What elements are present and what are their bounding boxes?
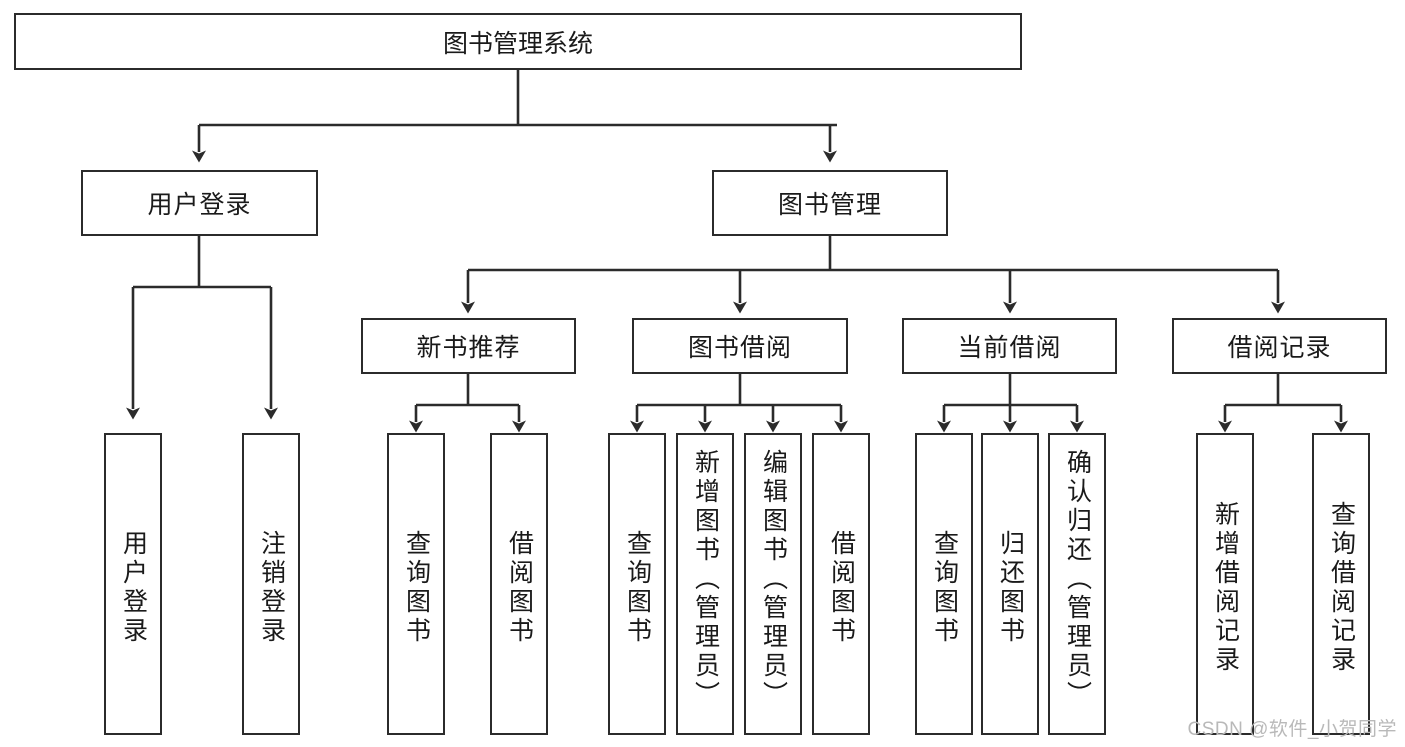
node-new-book-recommend[interactable]: 新书推荐 bbox=[361, 318, 576, 374]
node-label: 借阅图书 bbox=[505, 530, 534, 646]
node-label: 新增图书（管理员） bbox=[691, 449, 720, 710]
leaf-inner: 查询图书 bbox=[610, 443, 664, 733]
node-label: 新书推荐 bbox=[416, 334, 521, 362]
leaf-inner: 确认归还（管理员） bbox=[1050, 443, 1104, 733]
node-label: 查询借阅记录 bbox=[1327, 501, 1356, 675]
csdn-watermark: CSDN @软件_小贺同学 bbox=[1187, 719, 1397, 740]
node-label: 当前借阅 bbox=[957, 334, 1062, 362]
leaf-book-borrow-query-book[interactable]: 查询图书 bbox=[608, 433, 666, 735]
node-label: 用户登录 bbox=[119, 530, 148, 646]
leaf-book-borrow-borrow-book[interactable]: 借阅图书 bbox=[812, 433, 870, 735]
leaf-inner: 查询图书 bbox=[389, 443, 443, 733]
leaf-inner: 新增图书（管理员） bbox=[678, 443, 732, 733]
node-label: 借阅图书 bbox=[827, 530, 856, 646]
leaf-book-borrow-edit-book-admin[interactable]: 编辑图书（管理员） bbox=[744, 433, 802, 735]
node-book-borrow[interactable]: 图书借阅 bbox=[632, 318, 848, 374]
leaf-inner: 查询图书 bbox=[917, 443, 971, 733]
leaf-current-borrow-confirm-return-admin[interactable]: 确认归还（管理员） bbox=[1048, 433, 1106, 735]
node-label: 借阅记录 bbox=[1227, 334, 1332, 362]
node-root-book-management-system[interactable]: 图书管理系统 bbox=[14, 13, 1022, 70]
node-label: 确认归还（管理员） bbox=[1063, 449, 1092, 710]
node-user-login[interactable]: 用户登录 bbox=[81, 170, 318, 236]
node-label: 查询图书 bbox=[930, 530, 959, 646]
node-book-management[interactable]: 图书管理 bbox=[712, 170, 948, 236]
node-label: 新增借阅记录 bbox=[1211, 501, 1240, 675]
node-label: 归还图书 bbox=[996, 530, 1025, 646]
leaf-current-borrow-query-book[interactable]: 查询图书 bbox=[915, 433, 973, 735]
leaf-borrow-record-add-record[interactable]: 新增借阅记录 bbox=[1196, 433, 1254, 735]
node-label: 用户登录 bbox=[147, 191, 252, 219]
leaf-inner: 编辑图书（管理员） bbox=[746, 443, 800, 733]
node-label: 编辑图书（管理员） bbox=[759, 449, 788, 710]
node-borrow-record[interactable]: 借阅记录 bbox=[1172, 318, 1387, 374]
leaf-inner: 查询借阅记录 bbox=[1314, 443, 1368, 733]
leaf-inner: 归还图书 bbox=[983, 443, 1037, 733]
node-label: 查询图书 bbox=[402, 530, 431, 646]
leaf-book-borrow-add-book-admin[interactable]: 新增图书（管理员） bbox=[676, 433, 734, 735]
node-label: 查询图书 bbox=[623, 530, 652, 646]
leaf-current-borrow-return-book[interactable]: 归还图书 bbox=[981, 433, 1039, 735]
leaf-inner: 注销登录 bbox=[244, 443, 298, 733]
leaf-inner: 新增借阅记录 bbox=[1198, 443, 1252, 733]
leaf-new-book-borrow-book[interactable]: 借阅图书 bbox=[490, 433, 548, 735]
node-current-borrow[interactable]: 当前借阅 bbox=[902, 318, 1117, 374]
leaf-user-login-login[interactable]: 用户登录 bbox=[104, 433, 162, 735]
node-label: 注销登录 bbox=[257, 530, 286, 646]
leaf-borrow-record-query-record[interactable]: 查询借阅记录 bbox=[1312, 433, 1370, 735]
leaf-inner: 借阅图书 bbox=[814, 443, 868, 733]
leaf-inner: 用户登录 bbox=[106, 443, 160, 733]
leaf-inner: 借阅图书 bbox=[492, 443, 546, 733]
node-label: 图书管理系统 bbox=[442, 29, 593, 58]
leaf-user-login-logout[interactable]: 注销登录 bbox=[242, 433, 300, 735]
node-label: 图书管理 bbox=[777, 191, 882, 219]
node-label: 图书借阅 bbox=[687, 334, 792, 362]
leaf-new-book-query-book[interactable]: 查询图书 bbox=[387, 433, 445, 735]
